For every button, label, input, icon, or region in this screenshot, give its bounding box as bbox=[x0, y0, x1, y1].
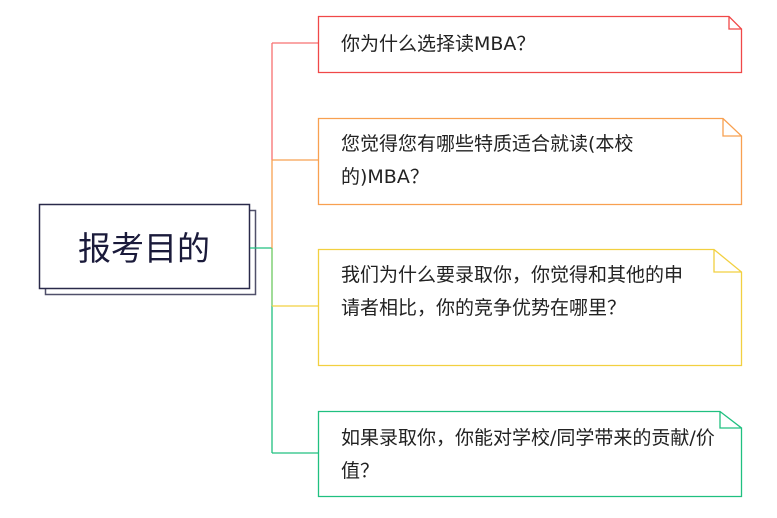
branch-node-2-label[interactable]: 您觉得您有哪些特质适合就读(本校的)MBA？ bbox=[341, 133, 634, 188]
branch-node-4-label[interactable]: 如果录取你，你能对学校/同学带来的贡献/价值？ bbox=[341, 427, 715, 482]
branch-node-3-label[interactable]: 我们为什么要录取你，你觉得和其他的申请者相比，你的竞争优势在哪里？ bbox=[341, 264, 684, 319]
root-node-label[interactable]: 报考目的 bbox=[78, 229, 210, 268]
branch-box-2 bbox=[317, 117, 743, 206]
branch-node-1-label[interactable]: 你为什么选择读MBA？ bbox=[341, 33, 536, 55]
root-node-box bbox=[38, 203, 251, 290]
branch-box-3 bbox=[317, 248, 743, 367]
branch-box-4 bbox=[317, 410, 743, 498]
branch-box-1 bbox=[317, 15, 743, 74]
